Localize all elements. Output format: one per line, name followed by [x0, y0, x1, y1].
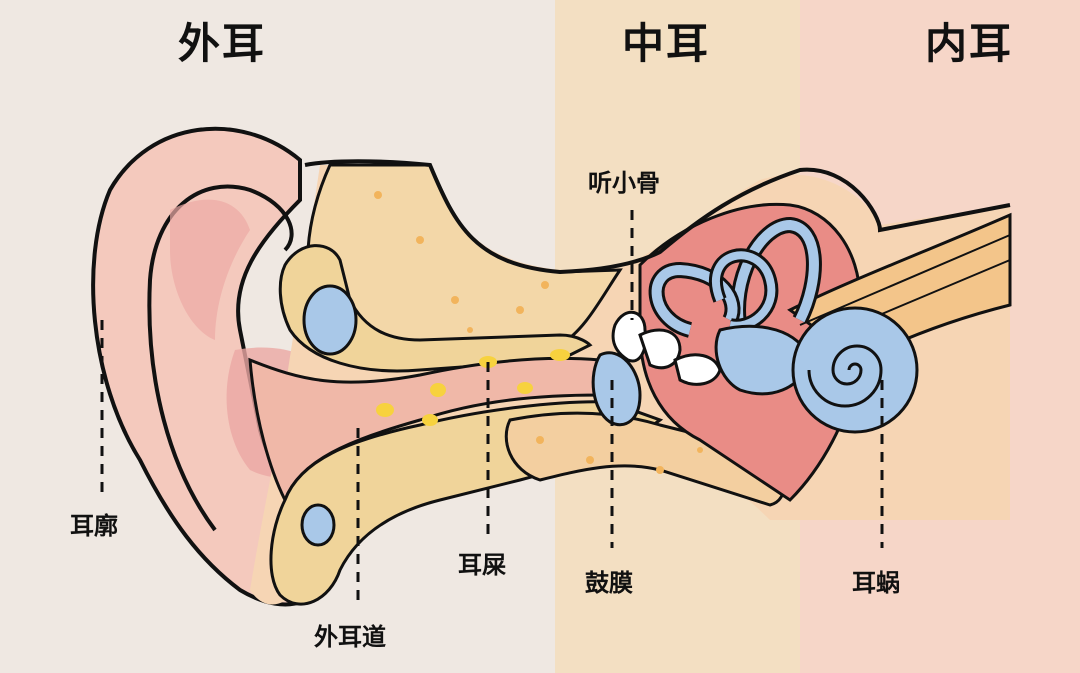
label-eardrum: 鼓膜 [585, 563, 633, 598]
label-auricle: 耳廓 [70, 506, 118, 541]
label-ossicles: 听小骨 [588, 163, 660, 198]
title-outer-ear: 外耳 [178, 10, 266, 71]
title-inner-ear: 内耳 [925, 10, 1013, 71]
title-middle-ear: 中耳 [622, 10, 710, 71]
cochlea-shape [793, 308, 917, 432]
label-cochlea: 耳蜗 [852, 563, 900, 598]
label-earwax: 耳屎 [458, 545, 506, 580]
label-ear-canal: 外耳道 [314, 617, 386, 652]
bone-cavity-upper [304, 286, 356, 354]
